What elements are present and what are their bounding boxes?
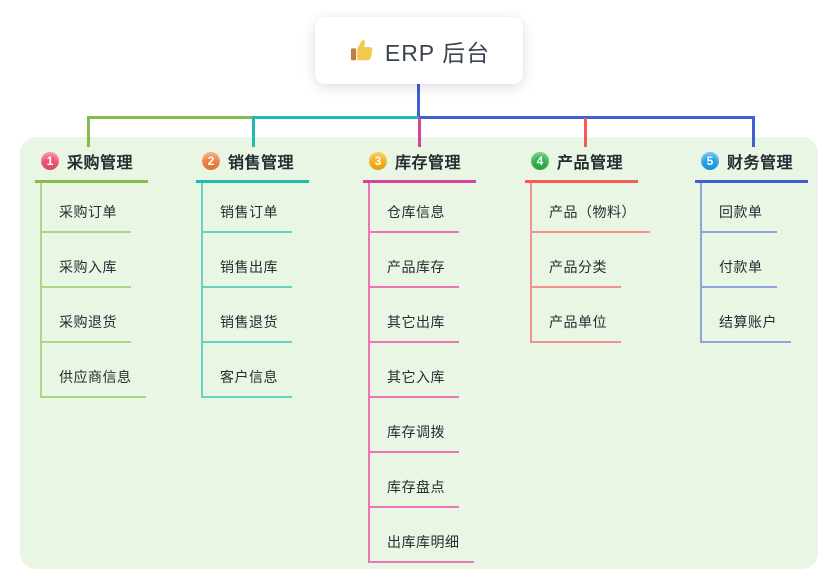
child-node[interactable]: 销售退货 xyxy=(203,288,292,343)
branch-title-label: 销售管理 xyxy=(228,155,295,172)
child-node[interactable]: 出库库明细 xyxy=(370,508,474,563)
branch-1: 1 采购管理 采购订单采购入库采购退货供应商信息 xyxy=(35,147,148,398)
branch-heading[interactable]: 4 产品管理 xyxy=(525,147,638,183)
child-node[interactable]: 库存盘点 xyxy=(370,453,459,508)
branch-number-badge: 5 xyxy=(701,152,719,170)
child-node[interactable]: 供应商信息 xyxy=(42,343,146,398)
root-node[interactable]: ERP 后台 xyxy=(315,17,523,84)
branch-number-badge: 2 xyxy=(202,152,220,170)
child-node[interactable]: 销售出库 xyxy=(203,233,292,288)
branch-number-badge: 3 xyxy=(369,152,387,170)
branch-number-badge: 4 xyxy=(531,152,549,170)
branch-2: 2 销售管理 销售订单销售出库销售退货客户信息 xyxy=(196,147,309,398)
child-node[interactable]: 其它出库 xyxy=(370,288,459,343)
child-node[interactable]: 客户信息 xyxy=(203,343,292,398)
child-node[interactable]: 产品分类 xyxy=(532,233,621,288)
connector-stub-finance xyxy=(752,116,755,147)
branch-title-label: 采购管理 xyxy=(67,155,134,172)
connector-stub-inventory xyxy=(418,118,421,147)
branch-heading[interactable]: 3 库存管理 xyxy=(363,147,476,183)
child-node[interactable]: 销售订单 xyxy=(203,183,292,233)
branch-heading[interactable]: 5 财务管理 xyxy=(695,147,808,183)
connector-root-drop xyxy=(417,84,420,118)
child-node[interactable]: 仓库信息 xyxy=(370,183,459,233)
connector-bus-sales xyxy=(253,116,420,119)
child-node[interactable]: 结算账户 xyxy=(702,288,791,343)
branches-panel xyxy=(20,137,818,569)
branch-children-group: 回款单付款单结算账户 xyxy=(700,183,808,343)
branch-heading[interactable]: 1 采购管理 xyxy=(35,147,148,183)
connector-bus-finance xyxy=(419,116,755,119)
child-node[interactable]: 库存调拨 xyxy=(370,398,459,453)
child-node[interactable]: 付款单 xyxy=(702,233,777,288)
branch-children-group: 销售订单销售出库销售退货客户信息 xyxy=(201,183,309,398)
child-node[interactable]: 产品单位 xyxy=(532,288,621,343)
branch-title-label: 产品管理 xyxy=(557,155,624,172)
branch-title-label: 库存管理 xyxy=(395,155,462,172)
root-title: ERP 后台 xyxy=(384,39,491,66)
branch-title-label: 财务管理 xyxy=(727,155,794,172)
branch-5: 5 财务管理 回款单付款单结算账户 xyxy=(695,147,808,343)
connector-stub-sales xyxy=(252,116,255,147)
child-node[interactable]: 采购入库 xyxy=(42,233,131,288)
child-node[interactable]: 其它入库 xyxy=(370,343,459,398)
connector-bus-purchase xyxy=(87,116,254,119)
branch-heading[interactable]: 2 销售管理 xyxy=(196,147,309,183)
branch-number-badge: 1 xyxy=(41,152,59,170)
connector-stub-purchase xyxy=(87,116,90,147)
branch-3: 3 库存管理 仓库信息产品库存其它出库其它入库库存调拨库存盘点出库库明细 xyxy=(363,147,476,563)
branch-4: 4 产品管理 产品（物料）产品分类产品单位 xyxy=(525,147,650,343)
child-node[interactable]: 产品库存 xyxy=(370,233,459,288)
thumbs-up-icon xyxy=(348,37,375,64)
branch-children-group: 仓库信息产品库存其它出库其它入库库存调拨库存盘点出库库明细 xyxy=(368,183,476,563)
branch-children-group: 产品（物料）产品分类产品单位 xyxy=(530,183,650,343)
branch-children-group: 采购订单采购入库采购退货供应商信息 xyxy=(40,183,148,398)
child-node[interactable]: 采购退货 xyxy=(42,288,131,343)
connector-stub-product xyxy=(584,118,587,147)
child-node[interactable]: 采购订单 xyxy=(42,183,131,233)
child-node[interactable]: 回款单 xyxy=(702,183,777,233)
child-node[interactable]: 产品（物料） xyxy=(532,183,650,233)
